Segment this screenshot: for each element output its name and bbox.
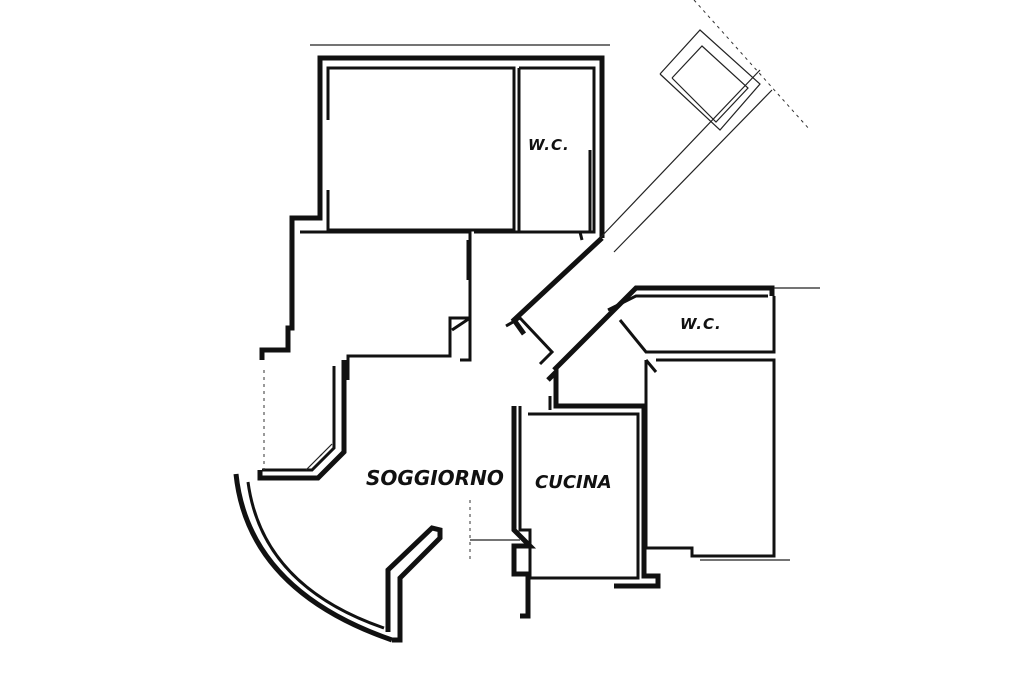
diagonal-corridor-walls [505, 0, 811, 372]
kitchen-label: CUCINA [535, 472, 612, 493]
upper-rooms-walls [310, 44, 610, 238]
living-room-walls [233, 360, 471, 643]
living-room-label: SOGGIORNO [366, 466, 504, 490]
right-room-walls [644, 358, 790, 561]
right-wc-walls [607, 287, 820, 354]
wc-upper-label: W.C. [528, 136, 570, 154]
kitchen-walls [470, 365, 661, 619]
wc-right-label: W.C. [680, 315, 722, 333]
middle-room-walls [259, 198, 584, 380]
